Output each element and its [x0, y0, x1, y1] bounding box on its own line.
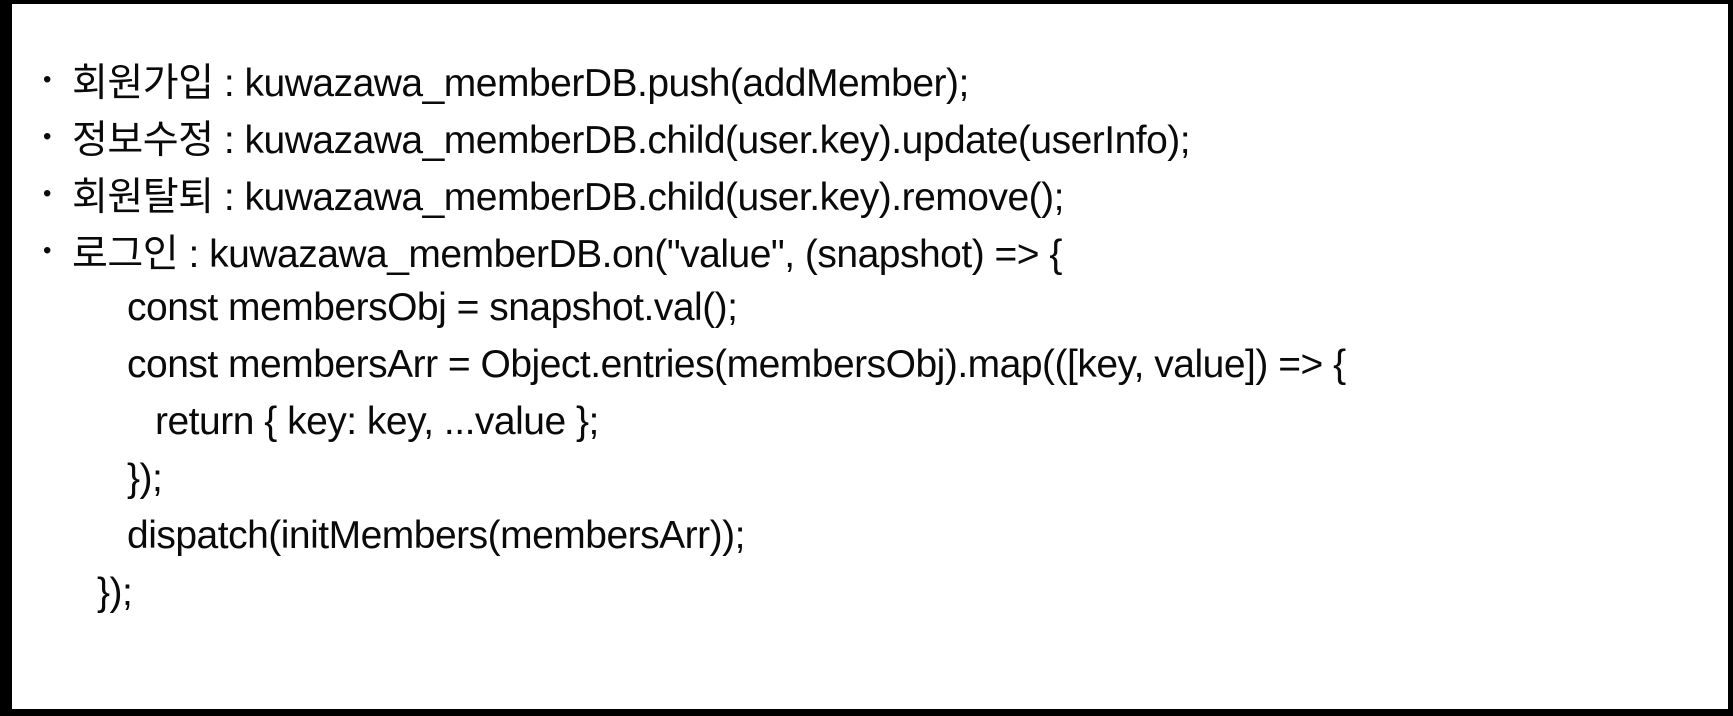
bullet-item-update-info: • 정보수정 : kuwazawa_memberDB.child(user.key…: [12, 108, 1728, 165]
bullet-item-login-text: 로그인 : kuwazawa_memberDB.on("value", (sna…: [72, 232, 1062, 276]
code-line-members-obj: const membersObj = snapshot.val();: [127, 285, 738, 329]
bullet-icon: •: [43, 122, 51, 150]
bullet-item-withdraw-text: 회원탈퇴 : kuwazawa_memberDB.child(user.key)…: [72, 175, 1064, 219]
bullet-item-update-info-text: 정보수정 : kuwazawa_memberDB.child(user.key)…: [72, 118, 1191, 162]
bullet-item-withdraw: • 회원탈퇴 : kuwazawa_memberDB.child(user.key…: [12, 165, 1728, 222]
bullet-item-signup: • 회원가입 : kuwazawa_memberDB.push(addMember…: [12, 51, 1728, 108]
bullet-item-signup-text: 회원가입 : kuwazawa_memberDB.push(addMember)…: [72, 61, 969, 105]
bullet-icon: •: [43, 65, 51, 93]
code-line-return: return { key: key, ...value };: [155, 399, 599, 443]
bullet-icon: •: [43, 179, 51, 207]
bullet-icon: •: [43, 236, 51, 264]
code-line-dispatch: dispatch(initMembers(membersArr));: [127, 513, 745, 557]
bullet-item-login: • 로그인 : kuwazawa_memberDB.on("value", (sn…: [12, 222, 1728, 279]
code-line-members-arr: const membersArr = Object.entries(member…: [127, 342, 1346, 386]
code-line-close-on: });: [97, 570, 133, 614]
code-line-close-map: });: [127, 456, 163, 500]
